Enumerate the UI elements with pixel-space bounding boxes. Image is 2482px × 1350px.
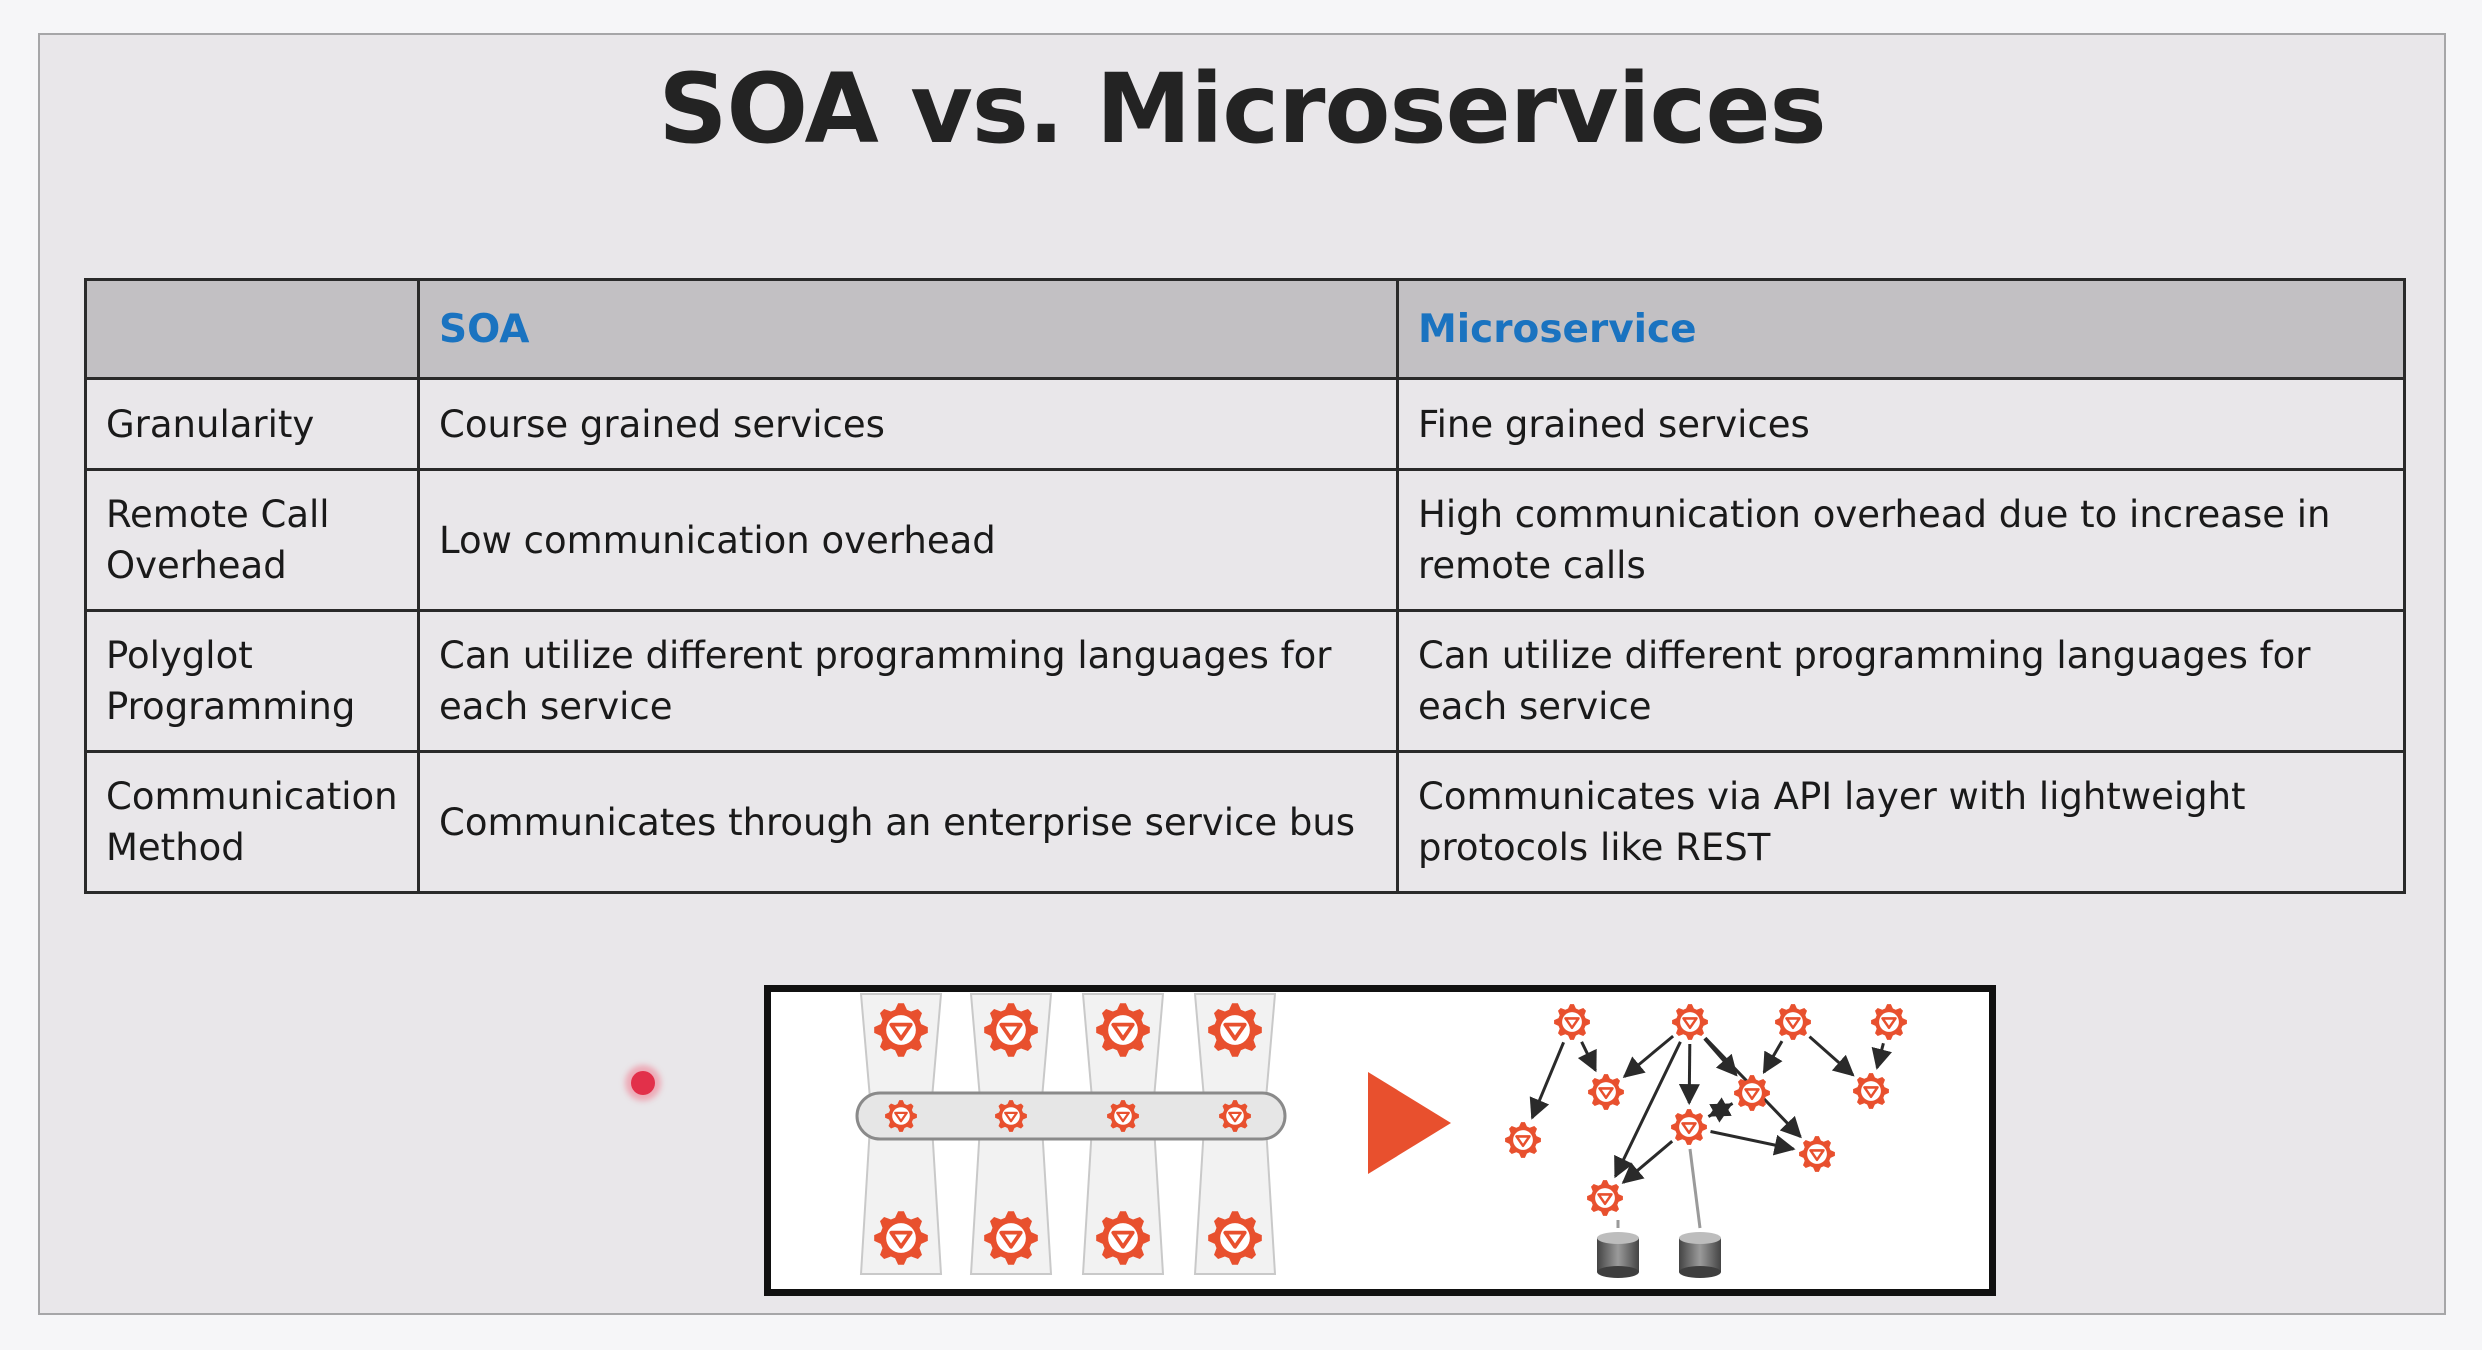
service-link [1708, 1097, 1734, 1117]
database-icon [1679, 1232, 1721, 1278]
service-link [1621, 1140, 1674, 1184]
database-link [1688, 1148, 1702, 1229]
row-label: Polyglot Programming [84, 609, 420, 753]
database-icons [1597, 1232, 1721, 1278]
soa-cell: Course grained services [417, 377, 1399, 471]
table-row: Communication Method Communicates throug… [84, 750, 2406, 894]
slide-title: SOA vs. Microservices [658, 53, 1826, 165]
table-row: Remote Call Overhead Low communication o… [84, 468, 2406, 612]
table-row: Granularity Course grained services Fine… [84, 377, 2406, 471]
slide: SOA vs. Microservices SOA Microservice G… [38, 33, 2446, 1315]
service-link [1762, 1040, 1784, 1075]
service-gear-icon [885, 1100, 917, 1132]
microservice-cell: Can utilize different programming langua… [1396, 609, 2406, 753]
service-gear-icon [984, 1211, 1038, 1265]
soa-cell: Low communication overhead [417, 468, 1399, 612]
service-gear-icon [1107, 1100, 1139, 1132]
microservice-links [1529, 1034, 1892, 1229]
soa-gears [874, 1003, 1262, 1265]
microservice-cell: High communication overhead due to incre… [1396, 468, 2406, 612]
laser-pointer-dot [631, 1071, 655, 1095]
microservice-cell: Fine grained services [1396, 377, 2406, 471]
service-gear-icon [1588, 1074, 1624, 1110]
service-link [1577, 1041, 1597, 1073]
database-icon [1597, 1232, 1639, 1278]
service-gear-icon [1208, 1211, 1262, 1265]
header-cell-empty [84, 278, 420, 380]
illustration-canvas [855, 993, 1907, 1278]
service-gear-icon [1096, 1211, 1150, 1265]
service-gear-icon [1096, 1003, 1150, 1057]
service-gear-icon [995, 1100, 1027, 1132]
service-gear-icon [1672, 1004, 1708, 1040]
service-gear-icon [984, 1003, 1038, 1057]
architecture-illustration [764, 985, 1996, 1296]
header-cell-microservice: Microservice [1396, 278, 2406, 380]
row-label: Remote Call Overhead [84, 468, 420, 612]
soa-cell: Can utilize different programming langua… [417, 609, 1399, 753]
service-link [1710, 1130, 1796, 1156]
service-gear-icon [1219, 1100, 1251, 1132]
header-cell-soa: SOA [417, 278, 1399, 380]
service-link [1622, 1034, 1675, 1078]
soa-cell: Communicates through an enterprise servi… [417, 750, 1399, 894]
service-link [1678, 1043, 1700, 1106]
comparison-table: SOA Microservice Granularity Course grai… [84, 278, 2406, 894]
service-gear-icon [874, 1211, 928, 1265]
table-header-row: SOA Microservice [84, 278, 2406, 380]
service-gear-icon [1775, 1004, 1811, 1040]
service-gear-icon [874, 1003, 928, 1057]
service-gear-icon [1853, 1073, 1889, 1109]
service-link [1529, 1041, 1565, 1120]
service-gear-icon [1505, 1122, 1541, 1158]
microservice-gears [1505, 1004, 1907, 1216]
table-row: Polyglot Programming Can utilize differe… [84, 609, 2406, 753]
service-gear-icon [1554, 1004, 1590, 1040]
service-gear-icon [1734, 1075, 1770, 1111]
service-link [1808, 1035, 1855, 1077]
service-gear-icon [1671, 1109, 1707, 1145]
service-gear-icon [1799, 1136, 1835, 1172]
row-label: Granularity [84, 377, 420, 471]
microservice-cell: Communicates via API layer with lightwei… [1396, 750, 2406, 894]
service-bus [855, 1091, 1287, 1141]
service-gear-icon [1871, 1004, 1907, 1040]
service-gear-icon [1208, 1003, 1262, 1057]
play-arrow-icon [1368, 1072, 1451, 1174]
service-link [1871, 1042, 1892, 1070]
row-label: Communication Method [84, 750, 420, 894]
soa-diagram [855, 993, 1287, 1275]
service-link [1614, 1041, 1682, 1179]
service-gear-icon [1587, 1180, 1623, 1216]
